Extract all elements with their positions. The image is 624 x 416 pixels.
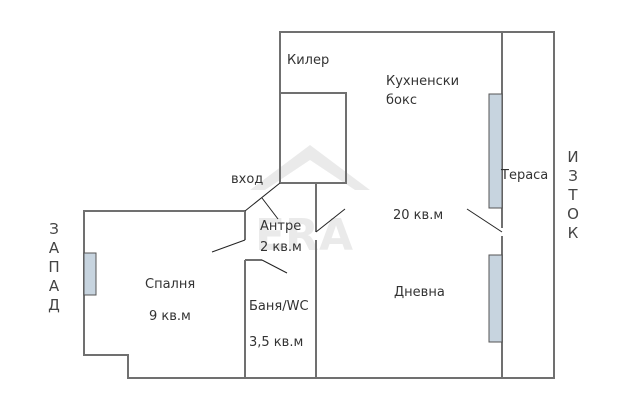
east-letter: И [567, 148, 579, 166]
east-letter: О [567, 205, 579, 223]
east-letter: З [568, 167, 578, 185]
west-letter: П [48, 258, 60, 276]
west-letter: Д [48, 296, 60, 314]
label-bath: Баня/WC [249, 299, 309, 314]
label-west: З А П А Д [46, 220, 62, 315]
windows [83, 93, 503, 343]
east-letter: Т [568, 186, 578, 204]
label-bedroom: Спалня [145, 277, 196, 292]
west-letter: А [48, 277, 60, 295]
label-kitchen-2: бокс [386, 93, 417, 108]
west-letter: А [48, 239, 60, 257]
label-bath-area: 3,5 кв.м [249, 335, 304, 350]
label-hall: Антре [260, 219, 302, 234]
doors [211, 182, 503, 274]
label-kiler: Килер [287, 53, 330, 68]
label-hall-area: 2 кв.м [260, 240, 302, 255]
label-living: Дневна [394, 285, 445, 300]
west-letter: З [49, 220, 59, 238]
walls [83, 31, 555, 379]
label-east: И З Т О К [565, 148, 581, 243]
label-kitchen-1: Кухненски [386, 74, 460, 89]
label-living-area: 20 кв.м [393, 208, 444, 223]
east-letter: К [567, 224, 579, 242]
label-entrance: вход [231, 172, 264, 187]
svg-text:ERA: ERA [255, 210, 353, 261]
label-bedroom-area: 9 кв.м [149, 309, 191, 324]
label-terrace: Тераса [501, 168, 549, 183]
